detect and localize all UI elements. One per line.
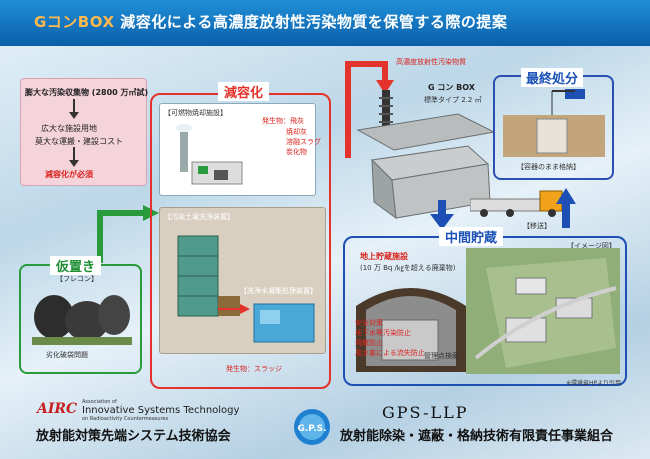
airc-en3: on Radioactivity Countermeasures (82, 416, 169, 422)
bag-label: 【フレコン】 (56, 275, 98, 283)
inspection-corridor: 管理点検廊 (424, 352, 459, 360)
facility-name: 地上貯蔵施設 (360, 252, 408, 261)
incinerator-panel: 【可燃物焼却施設】 発生物：飛灰 焼却灰 溶融スラグ 炭化物 (159, 103, 321, 196)
reduction-tag: 減容化 (218, 82, 270, 101)
image-note: 【イメージ図】 (567, 242, 616, 250)
wash-output: 発生物：スラッジ (226, 365, 282, 373)
soil-wash-panel: 【汚染土壌洗浄装置】 【洗浄水凝集処理装置】 (159, 207, 326, 354)
disposal-pit-icon (503, 89, 605, 157)
problem-conclusion: 減容化が必須 (45, 170, 93, 179)
site-map-icon (466, 248, 620, 374)
airc-jp-name: 放射能対策先端システム技術協会 (36, 429, 231, 444)
incin-output-4: 炭化物 (286, 148, 307, 156)
measure-3: 飛散防止 (355, 339, 383, 347)
problem-land: 広大な施設用地 (41, 124, 97, 133)
measure-4: 風水害による流失防止 (355, 349, 425, 357)
airc-en2: Innovative Systems Technology (82, 405, 240, 416)
concrete-box-icon (356, 113, 496, 220)
incin-output-1: 発生物：飛灰 (262, 117, 304, 125)
down-arrow-icon (69, 99, 79, 119)
gps-logo-icon: G.P.S. (294, 409, 330, 445)
soil-wash-sub: 【洗浄水凝集処理装置】 (240, 287, 317, 295)
measure-2: 地下水等汚染防止 (355, 329, 411, 337)
transport-label: 【移送】 (523, 222, 551, 230)
incin-output-3: 溶融スラグ (286, 138, 321, 146)
bag-caption: 劣化破袋問題 (46, 351, 88, 359)
box-type: 標準タイプ 2.2 ㎥ (424, 96, 482, 104)
credit-note: ※環境省HPより引用 (566, 380, 622, 387)
temp-storage-tag: 仮置き (50, 256, 102, 275)
final-caption: 【容器のまま格納】 (517, 163, 580, 171)
soil-wash-title: 【汚染土壌洗浄装置】 (164, 213, 234, 221)
airc-logo: AIRC (37, 401, 78, 417)
problem-cost: 莫大な運搬・建設コスト (35, 137, 123, 146)
source-label: 高濃度放射性汚染物質 (396, 58, 466, 66)
gps-jp-name: 放射能除染・遮蔽・格納技術有限責任事業組合 (340, 429, 614, 444)
blue-up-arrow-icon (556, 188, 576, 228)
facility-sub: (10 万 Bq /㎏を超える廃棄物) (360, 264, 456, 272)
final-disposal-tag: 最終処分 (521, 68, 584, 87)
airc-en1: Association of (82, 399, 117, 405)
volume-problem-box: 膨大な汚染収集物 (2800 万㎥試) 広大な施設用地 莫大な運搬・建設コスト … (20, 78, 149, 186)
flexible-container-bags-icon (32, 295, 132, 345)
incinerator-icon (176, 124, 243, 185)
problem-volume: 膨大な汚染収集物 (2800 万㎥試) (25, 88, 149, 97)
gps-name: GPS-LLP (382, 403, 469, 422)
page-title: GコンBOX 減容化による高濃度放射性汚染物質を保管する際の提案 (34, 13, 508, 31)
incin-output-2: 焼却灰 (286, 128, 307, 136)
incinerator-title: 【可燃物焼却施設】 (164, 109, 227, 117)
water-treatment-icon (253, 303, 315, 343)
gps-logo-text: G.P.S. (297, 424, 326, 434)
wash-tower-icon (177, 235, 240, 317)
interim-storage-tag: 中間貯蔵 (439, 227, 504, 246)
box-name: G コン BOX (428, 83, 475, 92)
right-arrow-icon (218, 304, 250, 314)
measure-1: 安全対策 (355, 319, 383, 327)
blue-down-arrow-icon (430, 200, 454, 230)
red-feed-arrow-icon (345, 61, 394, 158)
truck-icon (470, 190, 563, 217)
header-bar: GコンBOX 減容化による高濃度放射性汚染物質を保管する際の提案 (0, 0, 650, 46)
down-arrow-icon (69, 147, 79, 167)
spring-coupling-icon (379, 90, 393, 130)
storage-bunker-icon (356, 288, 466, 372)
